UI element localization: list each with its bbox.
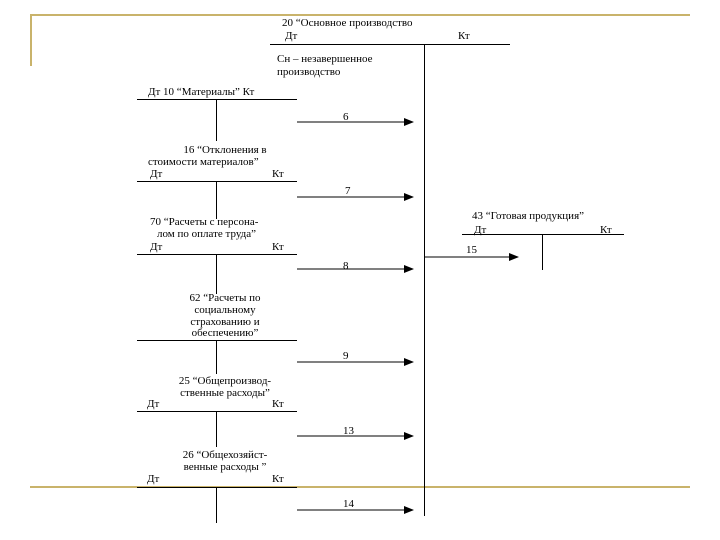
- output-account-dt: Дт: [474, 224, 487, 236]
- account-25-kt: Кт: [272, 398, 284, 410]
- account-25-vertical-line: [216, 411, 217, 447]
- output-account-top-line: [462, 234, 624, 235]
- account-62-vertical-line: [216, 340, 217, 374]
- account-62-title-3: страхованию и: [190, 316, 260, 328]
- entry-13-label: 13: [343, 425, 354, 437]
- account-26-dt: Дт: [147, 473, 160, 485]
- account-26-top-line: [137, 487, 297, 488]
- frame-left-accent: [30, 14, 32, 66]
- account-70-dt: Дт: [150, 241, 163, 253]
- account-26-kt: Кт: [272, 473, 284, 485]
- account-26-title-1: 26 “Общехозяйст-: [182, 449, 268, 461]
- account-70-vertical-line: [216, 254, 217, 294]
- account-62-top-line: [137, 340, 297, 341]
- account-70-top-line: [137, 254, 297, 255]
- account-26-title-2: венные расходы ”: [183, 461, 267, 473]
- account-25-dt: Дт: [147, 398, 160, 410]
- account-70-title-2: лом по оплате труда”: [157, 228, 257, 240]
- output-account-title: 43 “Готовая продукция”: [472, 210, 585, 222]
- output-account-vertical-line: [542, 234, 543, 270]
- entry-6-label: 6: [343, 111, 349, 123]
- account-16-top-line: [137, 181, 297, 182]
- entry-15-label: 15: [466, 244, 477, 256]
- main-account-vertical-line: [424, 44, 425, 516]
- account-70-title-1: 70 “Расчеты с персона-: [150, 216, 259, 228]
- frame-bottom-rule: [30, 486, 690, 488]
- account-62-title-4: обеспечению”: [191, 327, 259, 339]
- entry-9-label: 9: [343, 350, 349, 362]
- account-16-dt: Дт: [150, 168, 163, 180]
- main-account-dt: Дт: [285, 30, 298, 42]
- account-10-vertical-line: [216, 99, 217, 141]
- main-account-kt: Кт: [458, 30, 470, 42]
- account-10-top-line: [137, 99, 297, 100]
- account-16-kt: Кт: [272, 168, 284, 180]
- main-account-opening-1: Сн – незавершенное: [277, 53, 373, 65]
- main-account-top-line: [270, 44, 510, 45]
- main-account-title: 20 “Основное производство: [282, 17, 413, 29]
- account-25-top-line: [137, 411, 297, 412]
- account-16-title-1: 16 “Отклонения в: [183, 144, 267, 156]
- frame-top-rule: [30, 14, 690, 16]
- main-account-opening-2: производство: [277, 66, 341, 78]
- entry-8-label: 8: [343, 260, 349, 272]
- account-62-title-2: социальному: [194, 304, 256, 316]
- account-16-title-2: стоимости материалов”: [148, 156, 259, 168]
- entry-7-label: 7: [345, 185, 351, 197]
- account-16-vertical-line: [216, 181, 217, 219]
- account-26-vertical-line: [216, 487, 217, 523]
- account-62-title-1: 62 “Расчеты по: [189, 292, 261, 304]
- account-25-title-1: 25 “Общепроизвод-: [178, 375, 272, 387]
- account-70-kt: Кт: [272, 241, 284, 253]
- account-25-title-2: ственные расходы”: [180, 387, 270, 399]
- output-account-kt: Кт: [600, 224, 612, 236]
- account-10-title: Дт 10 “Материалы” Кт: [148, 86, 255, 98]
- entry-14-label: 14: [343, 498, 354, 510]
